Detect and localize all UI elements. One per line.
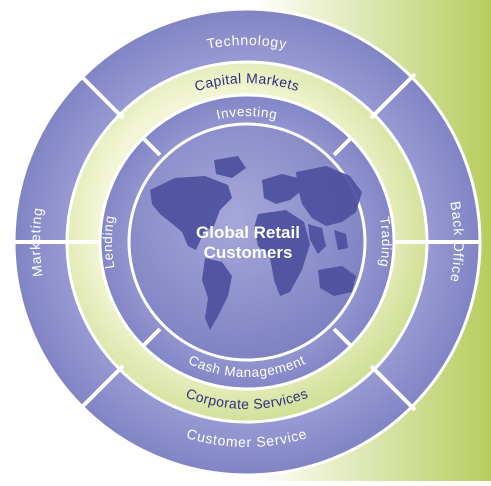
outer-label-back-office: Back Office: [447, 200, 467, 284]
outer-ring-dividers: [77, 72, 417, 412]
center-label: Global Retail Customers: [196, 223, 300, 262]
world-map: [150, 156, 362, 330]
outer-label-technology: Technology: [205, 32, 288, 52]
inner-ring-dividers: [141, 136, 353, 348]
inner-label-lending: Lending: [100, 214, 117, 270]
inner-label-trading: Trading: [377, 216, 394, 269]
center-label-line-1: Global Retail: [196, 223, 300, 242]
center-circle: [127, 122, 367, 362]
center-label-line-2: Customers: [204, 243, 293, 262]
inner-label-investing: Investing: [215, 104, 279, 122]
